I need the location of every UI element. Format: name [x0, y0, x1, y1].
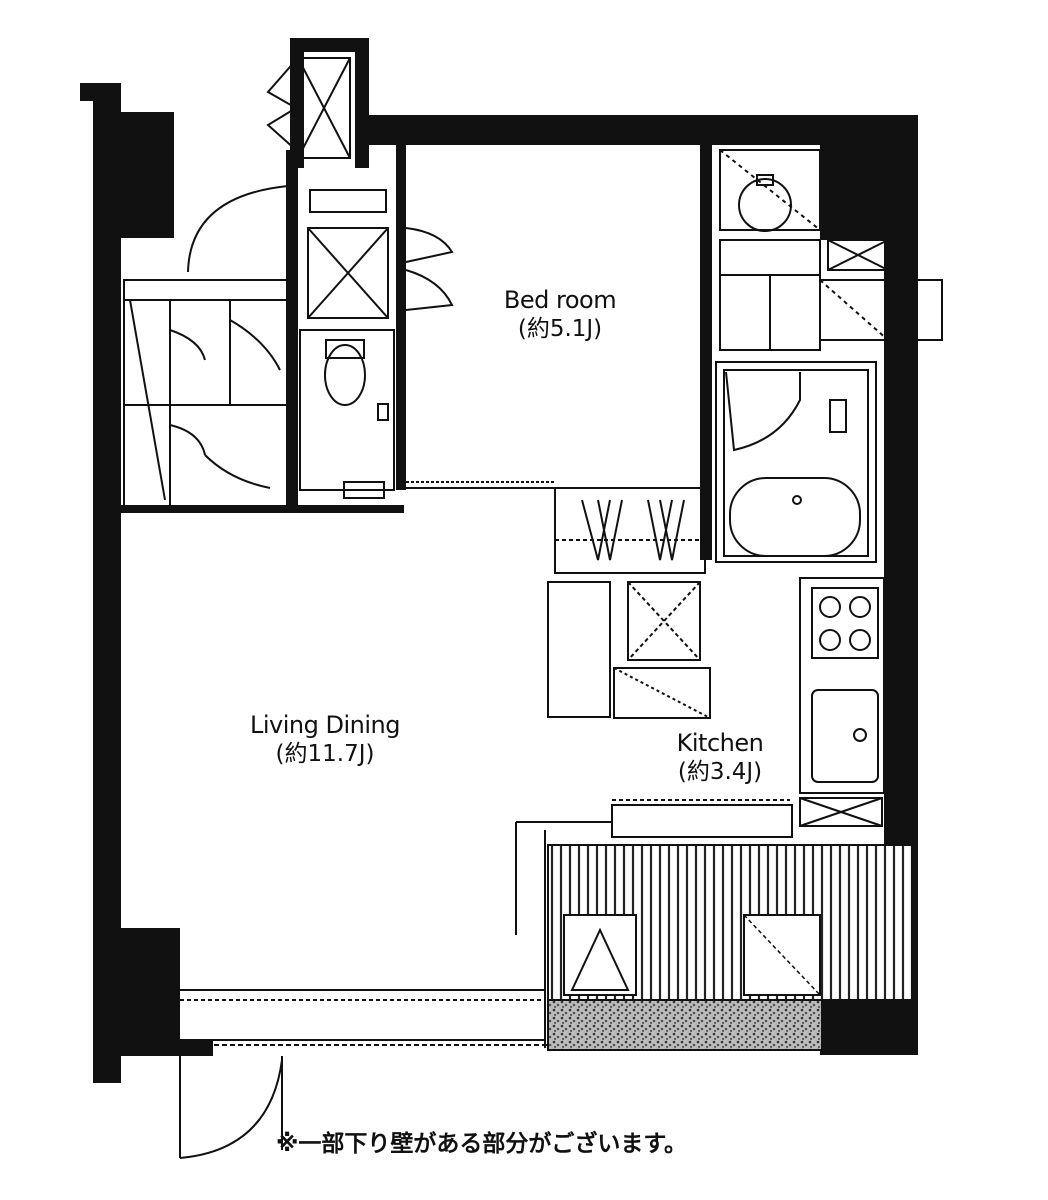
living-name: Living Dining [250, 711, 400, 739]
interior-lines [119, 57, 943, 1159]
footnote: ※一部下り壁がある部分がございます。 [276, 1131, 688, 1157]
bedroom-label: Bed room (約5.1J) [470, 285, 650, 344]
bedroom-area: (約5.1J) [517, 316, 603, 342]
living-area: (約11.7J) [275, 741, 375, 767]
kitchen-name: Kitchen [676, 729, 764, 757]
balcony [547, 844, 913, 1051]
kitchen-area: (約3.4J) [677, 759, 763, 785]
bedroom-name: Bed room [503, 286, 617, 314]
living-label: Living Dining (約11.7J) [220, 710, 430, 769]
kitchen-label: Kitchen (約3.4J) [650, 728, 790, 787]
